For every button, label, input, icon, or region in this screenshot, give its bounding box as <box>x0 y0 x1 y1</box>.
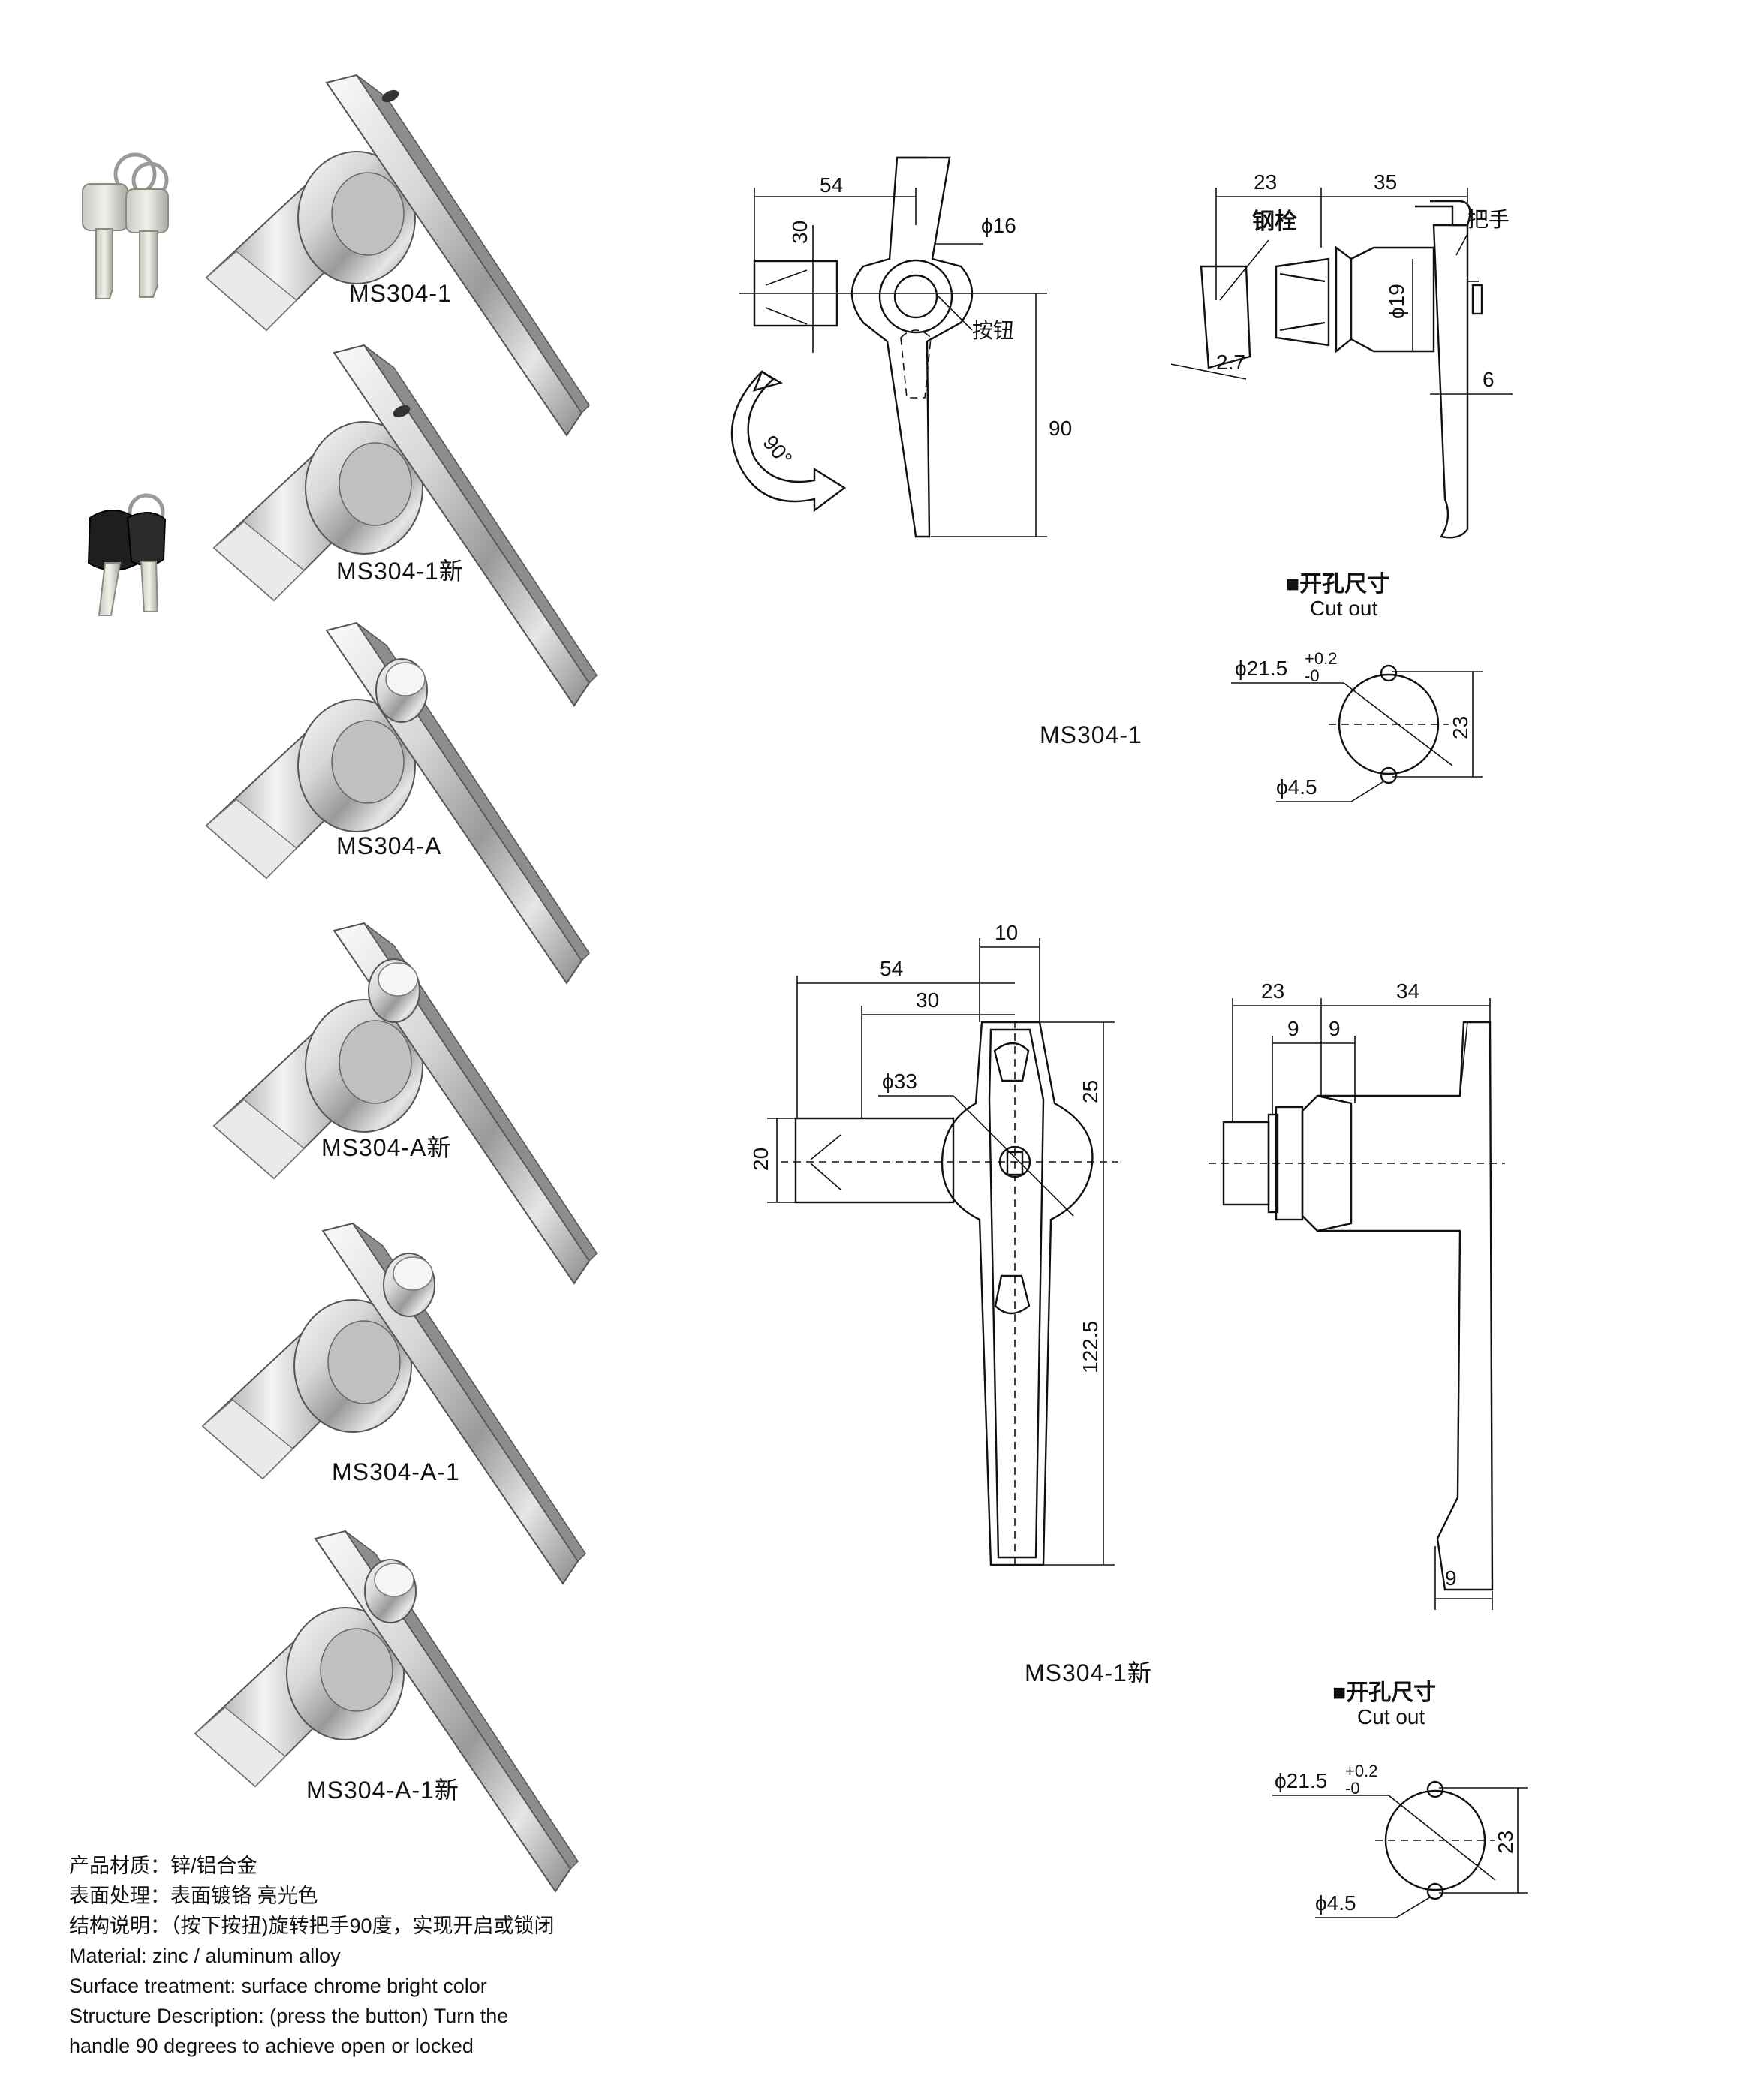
label-handle: 把手 <box>1467 208 1510 231</box>
dim-30: 30 <box>788 221 811 244</box>
label-button: 按钮 <box>972 319 1014 342</box>
product-photo-ms304-a: MS304-A <box>206 622 590 984</box>
cutout-tol-minus: -0 <box>1305 666 1320 685</box>
note-surface-en: Surface treatment: surface chrome bright… <box>69 1975 487 1997</box>
drawing-ms304-1-side: 23 35 钢栓 把手 ϕ19 2.7 6 <box>1170 170 1513 539</box>
cutout-ms304-1-new: ■开孔尺寸 Cut out ϕ21.5 +0.2 -0 23 ϕ4.5 <box>1272 1680 1528 1918</box>
dim-phi33: ϕ33 <box>882 1070 917 1093</box>
note-material-cn: 产品材质：锌/铝合金 <box>69 1855 257 1877</box>
cutout-tol-minus: -0 <box>1345 1779 1360 1798</box>
drawing-ms304-1-new-side: 23 34 9 9 9 <box>1209 979 1505 1610</box>
cutout-tol-plus: +0.2 <box>1305 649 1337 668</box>
dim-9c: 9 <box>1445 1566 1457 1590</box>
dim-34: 34 <box>1396 979 1419 1003</box>
drawing-ms304-1-front: 54 30 ϕ16 按钮 90 90° <box>730 156 1072 538</box>
product-photo-ms304-a-1: MS304-A-1 <box>202 1223 586 1584</box>
product-photo-ms304-a-1-new: MS304-A-1新 <box>194 1530 579 1892</box>
model-label-ms304-1-new: MS304-1新 <box>336 558 464 585</box>
label-angle-90: 90° <box>758 431 796 470</box>
label-steel-pin: 钢栓 <box>1252 209 1297 234</box>
dim-20: 20 <box>749 1148 772 1171</box>
dim-122-5: 122.5 <box>1079 1321 1102 1373</box>
dim-23: 23 <box>1254 170 1277 194</box>
cutout-title-en: Cut out <box>1310 597 1377 620</box>
dim-54: 54 <box>880 957 903 980</box>
product-photo-ms304-1-new: MS304-1新 <box>87 344 598 706</box>
dim-phi19: ϕ19 <box>1385 284 1408 319</box>
drawing-ms304-1-new-front: 10 54 30 ϕ33 25 122.5 20 <box>749 921 1118 1569</box>
cutout-title-en: Cut out <box>1357 1705 1425 1728</box>
product-notes: 产品材质：锌/铝合金 表面处理：表面镀铬 亮光色 结构说明：（按下按扭)旋转把手… <box>69 1851 685 2061</box>
dim-9a: 9 <box>1287 1017 1299 1040</box>
keys-silver-icon <box>82 152 169 299</box>
push-button-icon <box>375 658 428 723</box>
cutout-title-cn: ■开孔尺寸 <box>1286 572 1389 597</box>
note-structure-cn: 结构说明：（按下按扭)旋转把手90度，实现开启或锁闭 <box>69 1915 555 1937</box>
dim-30: 30 <box>916 988 939 1012</box>
model-label-ms304-1: MS304-1 <box>349 280 452 307</box>
drawing-title-ms304-1-new: MS304-1新 <box>1025 1659 1152 1686</box>
cutout-dia: ϕ21.5 <box>1275 1769 1327 1792</box>
product-photo-ms304-a-new: MS304-A新 <box>213 922 598 1284</box>
cutout-hole: ϕ4.5 <box>1315 1891 1356 1915</box>
drawing-title-ms304-1: MS304-1 <box>1040 721 1142 748</box>
dim-25: 25 <box>1079 1080 1102 1103</box>
dim-6: 6 <box>1483 368 1495 391</box>
dim-23: 23 <box>1261 979 1284 1003</box>
product-photo-ms304-1: MS304-1 <box>82 74 590 436</box>
keys-black-icon <box>87 493 167 616</box>
cutout-ms304-1: ■开孔尺寸 Cut out ϕ21.5 +0.2 -0 23 ϕ4.5 <box>1231 572 1483 802</box>
note-structure-en-1: Structure Description: (press the button… <box>69 2005 509 2027</box>
model-label-ms304-a-new: MS304-A新 <box>321 1134 451 1161</box>
push-button-icon <box>364 1559 417 1623</box>
dim-2-7: 2.7 <box>1216 351 1245 374</box>
note-structure-en-2: handle 90 degrees to achieve open or loc… <box>69 2035 474 2057</box>
note-material-en: Material: zinc / aluminum alloy <box>69 1945 341 1967</box>
dim-phi16: ϕ16 <box>981 214 1016 237</box>
note-surface-cn: 表面处理：表面镀铬 亮光色 <box>69 1885 318 1907</box>
dim-10: 10 <box>995 921 1018 944</box>
cutout-tol-plus: +0.2 <box>1345 1762 1377 1780</box>
cutout-hole: ϕ4.5 <box>1276 775 1317 799</box>
cutout-d23: 23 <box>1494 1831 1517 1854</box>
cutout-dia: ϕ21.5 <box>1235 657 1287 680</box>
dim-90: 90 <box>1049 417 1072 440</box>
cutout-d23: 23 <box>1449 716 1472 739</box>
dim-9b: 9 <box>1329 1017 1341 1040</box>
push-button-icon <box>383 1253 435 1317</box>
cutout-title-cn: ■开孔尺寸 <box>1332 1680 1436 1705</box>
model-label-ms304-a-1-new: MS304-A-1新 <box>306 1777 459 1804</box>
dim-54: 54 <box>820 173 843 197</box>
dim-35: 35 <box>1374 170 1397 194</box>
model-label-ms304-a: MS304-A <box>336 832 441 859</box>
rotation-arrow-icon: 90° <box>730 370 847 513</box>
push-button-icon <box>368 958 420 1023</box>
model-label-ms304-a-1: MS304-A-1 <box>332 1458 460 1485</box>
